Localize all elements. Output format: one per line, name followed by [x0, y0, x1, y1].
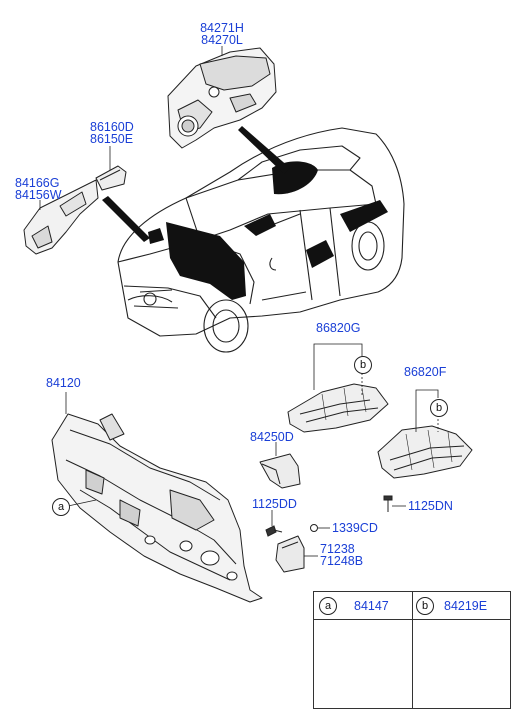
callout-71238-line2: 71248B [320, 554, 364, 568]
marker-a: a [52, 498, 70, 516]
callout-84271h[interactable]: 84271H 84270L [184, 21, 260, 47]
part-under-cover-front [287, 383, 389, 433]
callout-84166g-line2: 84156W [15, 188, 62, 202]
legend-marker-a: a [319, 597, 337, 615]
callout-84166g-line1: 84166G [15, 176, 60, 190]
marker-b-front: b [354, 356, 372, 374]
callout-86160d-line1: 86160D [90, 120, 134, 134]
callout-84271h-line2: 84270L [201, 33, 243, 47]
part-fender-insulator [95, 165, 127, 191]
part-bolt-1125dn [383, 495, 393, 512]
callout-71238[interactable]: 71238 71248B [320, 542, 364, 568]
marker-b-rear: b [430, 399, 448, 417]
vehicle-insulation-areas [148, 161, 388, 300]
part-dash-panel [51, 413, 263, 603]
legend-part-84219e[interactable]: 84219E [444, 599, 488, 613]
leader-arrows [102, 126, 290, 242]
callout-86820f[interactable]: 86820F [404, 365, 447, 379]
callout-84250d[interactable]: 84250D [250, 430, 294, 444]
callout-71238-line1: 71238 [320, 542, 355, 556]
part-71238 [275, 535, 305, 573]
callout-86160d-line2: 86150E [90, 132, 134, 146]
legend-marker-b: b [416, 597, 434, 615]
legend-divider-vertical [412, 592, 413, 708]
part-dash-insulator-upper [167, 47, 277, 149]
callout-86160d[interactable]: 86160D 86150E [90, 120, 134, 146]
callout-1125dn[interactable]: 1125DN [408, 499, 453, 513]
bracket-86820g [313, 343, 363, 396]
callout-86820g[interactable]: 86820G [316, 321, 361, 335]
part-under-cover-rear [377, 425, 473, 479]
part-side-trim [23, 179, 99, 255]
legend-part-84147[interactable]: 84147 [354, 599, 389, 613]
callout-1125dd[interactable]: 1125DD [252, 497, 297, 511]
part-clip-1339cd [310, 524, 318, 532]
callout-84120[interactable]: 84120 [46, 376, 81, 390]
legend-table: a 84147 b 84219E [313, 591, 511, 709]
callout-1339cd[interactable]: 1339CD [332, 521, 378, 535]
callout-84271h-line1: 84271H [200, 21, 244, 35]
bracket-86820f [415, 389, 439, 432]
part-bolt-1125dd [265, 525, 283, 537]
part-84250d [259, 453, 301, 489]
callout-84166g[interactable]: 84166G 84156W [15, 176, 62, 202]
